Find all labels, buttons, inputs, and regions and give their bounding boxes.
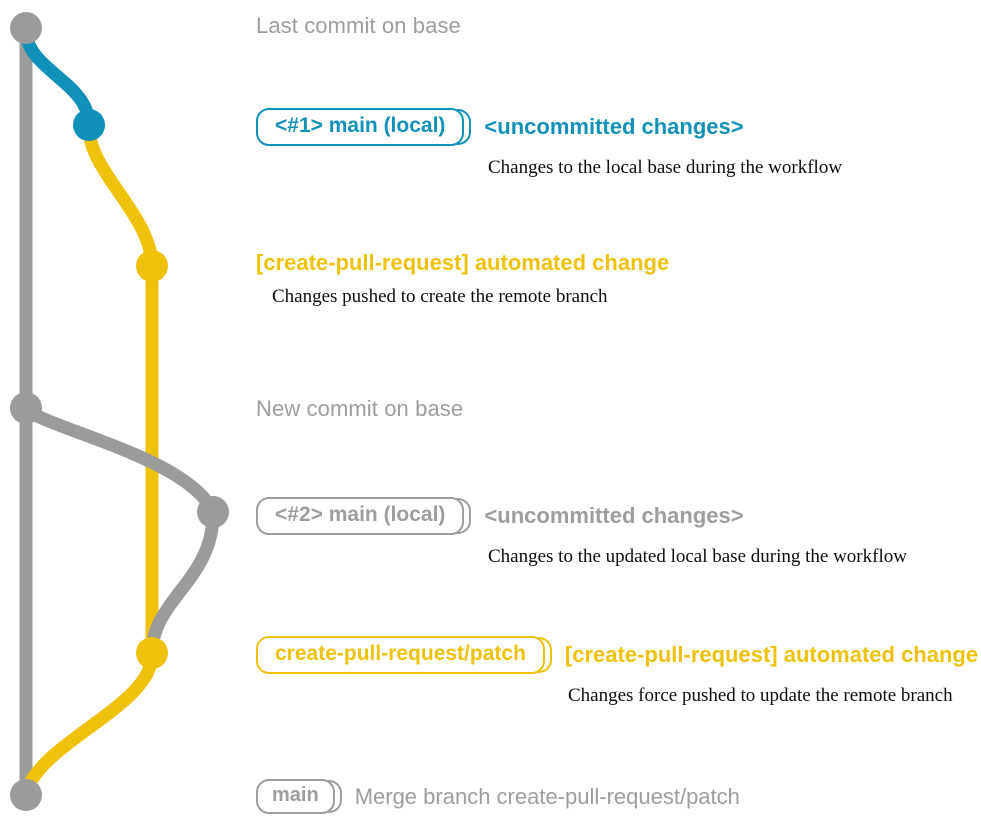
row-automated-change-2: create-pull-request/patch [create-pull-r… xyxy=(256,636,978,705)
commit-heading: Last commit on base xyxy=(256,13,461,38)
commit-node-local-2[interactable] xyxy=(197,496,229,528)
commit-node-patch-2[interactable] xyxy=(136,637,168,669)
branch-label-main-text: main xyxy=(256,779,335,814)
commit-subject-patch-2: [create-pull-request] automated change xyxy=(564,642,979,668)
edge-patch2-to-merge xyxy=(19,648,159,800)
commit-node-local-1[interactable] xyxy=(73,109,105,141)
row-local-change-1-head: <#1> main (local) <uncommitted changes> xyxy=(256,108,744,147)
commit-subject-patch-1: [create-pull-request] automated change xyxy=(256,250,670,275)
row-last-commit-on-base: Last commit on base xyxy=(256,13,461,39)
commit-node-base-new[interactable] xyxy=(10,392,42,424)
commit-subject-local-1: <uncommitted changes> xyxy=(484,114,744,140)
edge-base-to-local1 xyxy=(19,23,96,132)
branch-label-patch[interactable]: create-pull-request/patch xyxy=(256,636,552,675)
commit-note-local-2: Changes to the updated local base during… xyxy=(488,546,907,568)
commit-note-patch-1: Changes pushed to create the remote bran… xyxy=(272,286,608,307)
commit-subject-local-2: <uncommitted changes> xyxy=(484,503,744,529)
branch-label-main[interactable]: main xyxy=(256,779,342,814)
edge-local1-to-patch1 xyxy=(82,121,159,273)
row-automated-change-2-head: create-pull-request/patch [create-pull-r… xyxy=(256,636,979,675)
commit-node-base-last[interactable] xyxy=(10,12,42,44)
commit-note-local-1: Changes to the local base during the wor… xyxy=(488,157,843,179)
commit-subject-merge: Merge branch create-pull-request/patch xyxy=(354,783,740,809)
edge-basenew-to-local2 xyxy=(19,403,220,519)
row-automated-change-1: [create-pull-request] automated change C… xyxy=(256,250,670,307)
row-local-change-2: <#2> main (local) <uncommitted changes> … xyxy=(256,497,907,566)
commit-heading-2: New commit on base xyxy=(256,396,464,421)
row-new-commit-on-base: New commit on base xyxy=(256,396,463,422)
edge-local2-to-patch2 xyxy=(145,507,220,660)
commit-node-merge[interactable] xyxy=(10,779,42,811)
row-local-change-1: <#1> main (local) <uncommitted changes> … xyxy=(256,108,842,177)
branch-label-local-2[interactable]: <#2> main (local) xyxy=(256,497,472,536)
branch-label-local-1[interactable]: <#1> main (local) xyxy=(256,108,472,147)
row-local-change-2-head: <#2> main (local) <uncommitted changes> xyxy=(256,497,744,536)
branch-label-local-2-text: <#2> main (local) xyxy=(256,497,465,536)
row-merge-commit: main Merge branch create-pull-request/pa… xyxy=(256,779,740,814)
commit-note-patch-2: Changes force pushed to update the remot… xyxy=(568,685,953,707)
branch-label-patch-text: create-pull-request/patch xyxy=(256,636,545,675)
commit-node-patch-1[interactable] xyxy=(136,250,168,282)
branch-label-local-1-text: <#1> main (local) xyxy=(256,108,465,147)
